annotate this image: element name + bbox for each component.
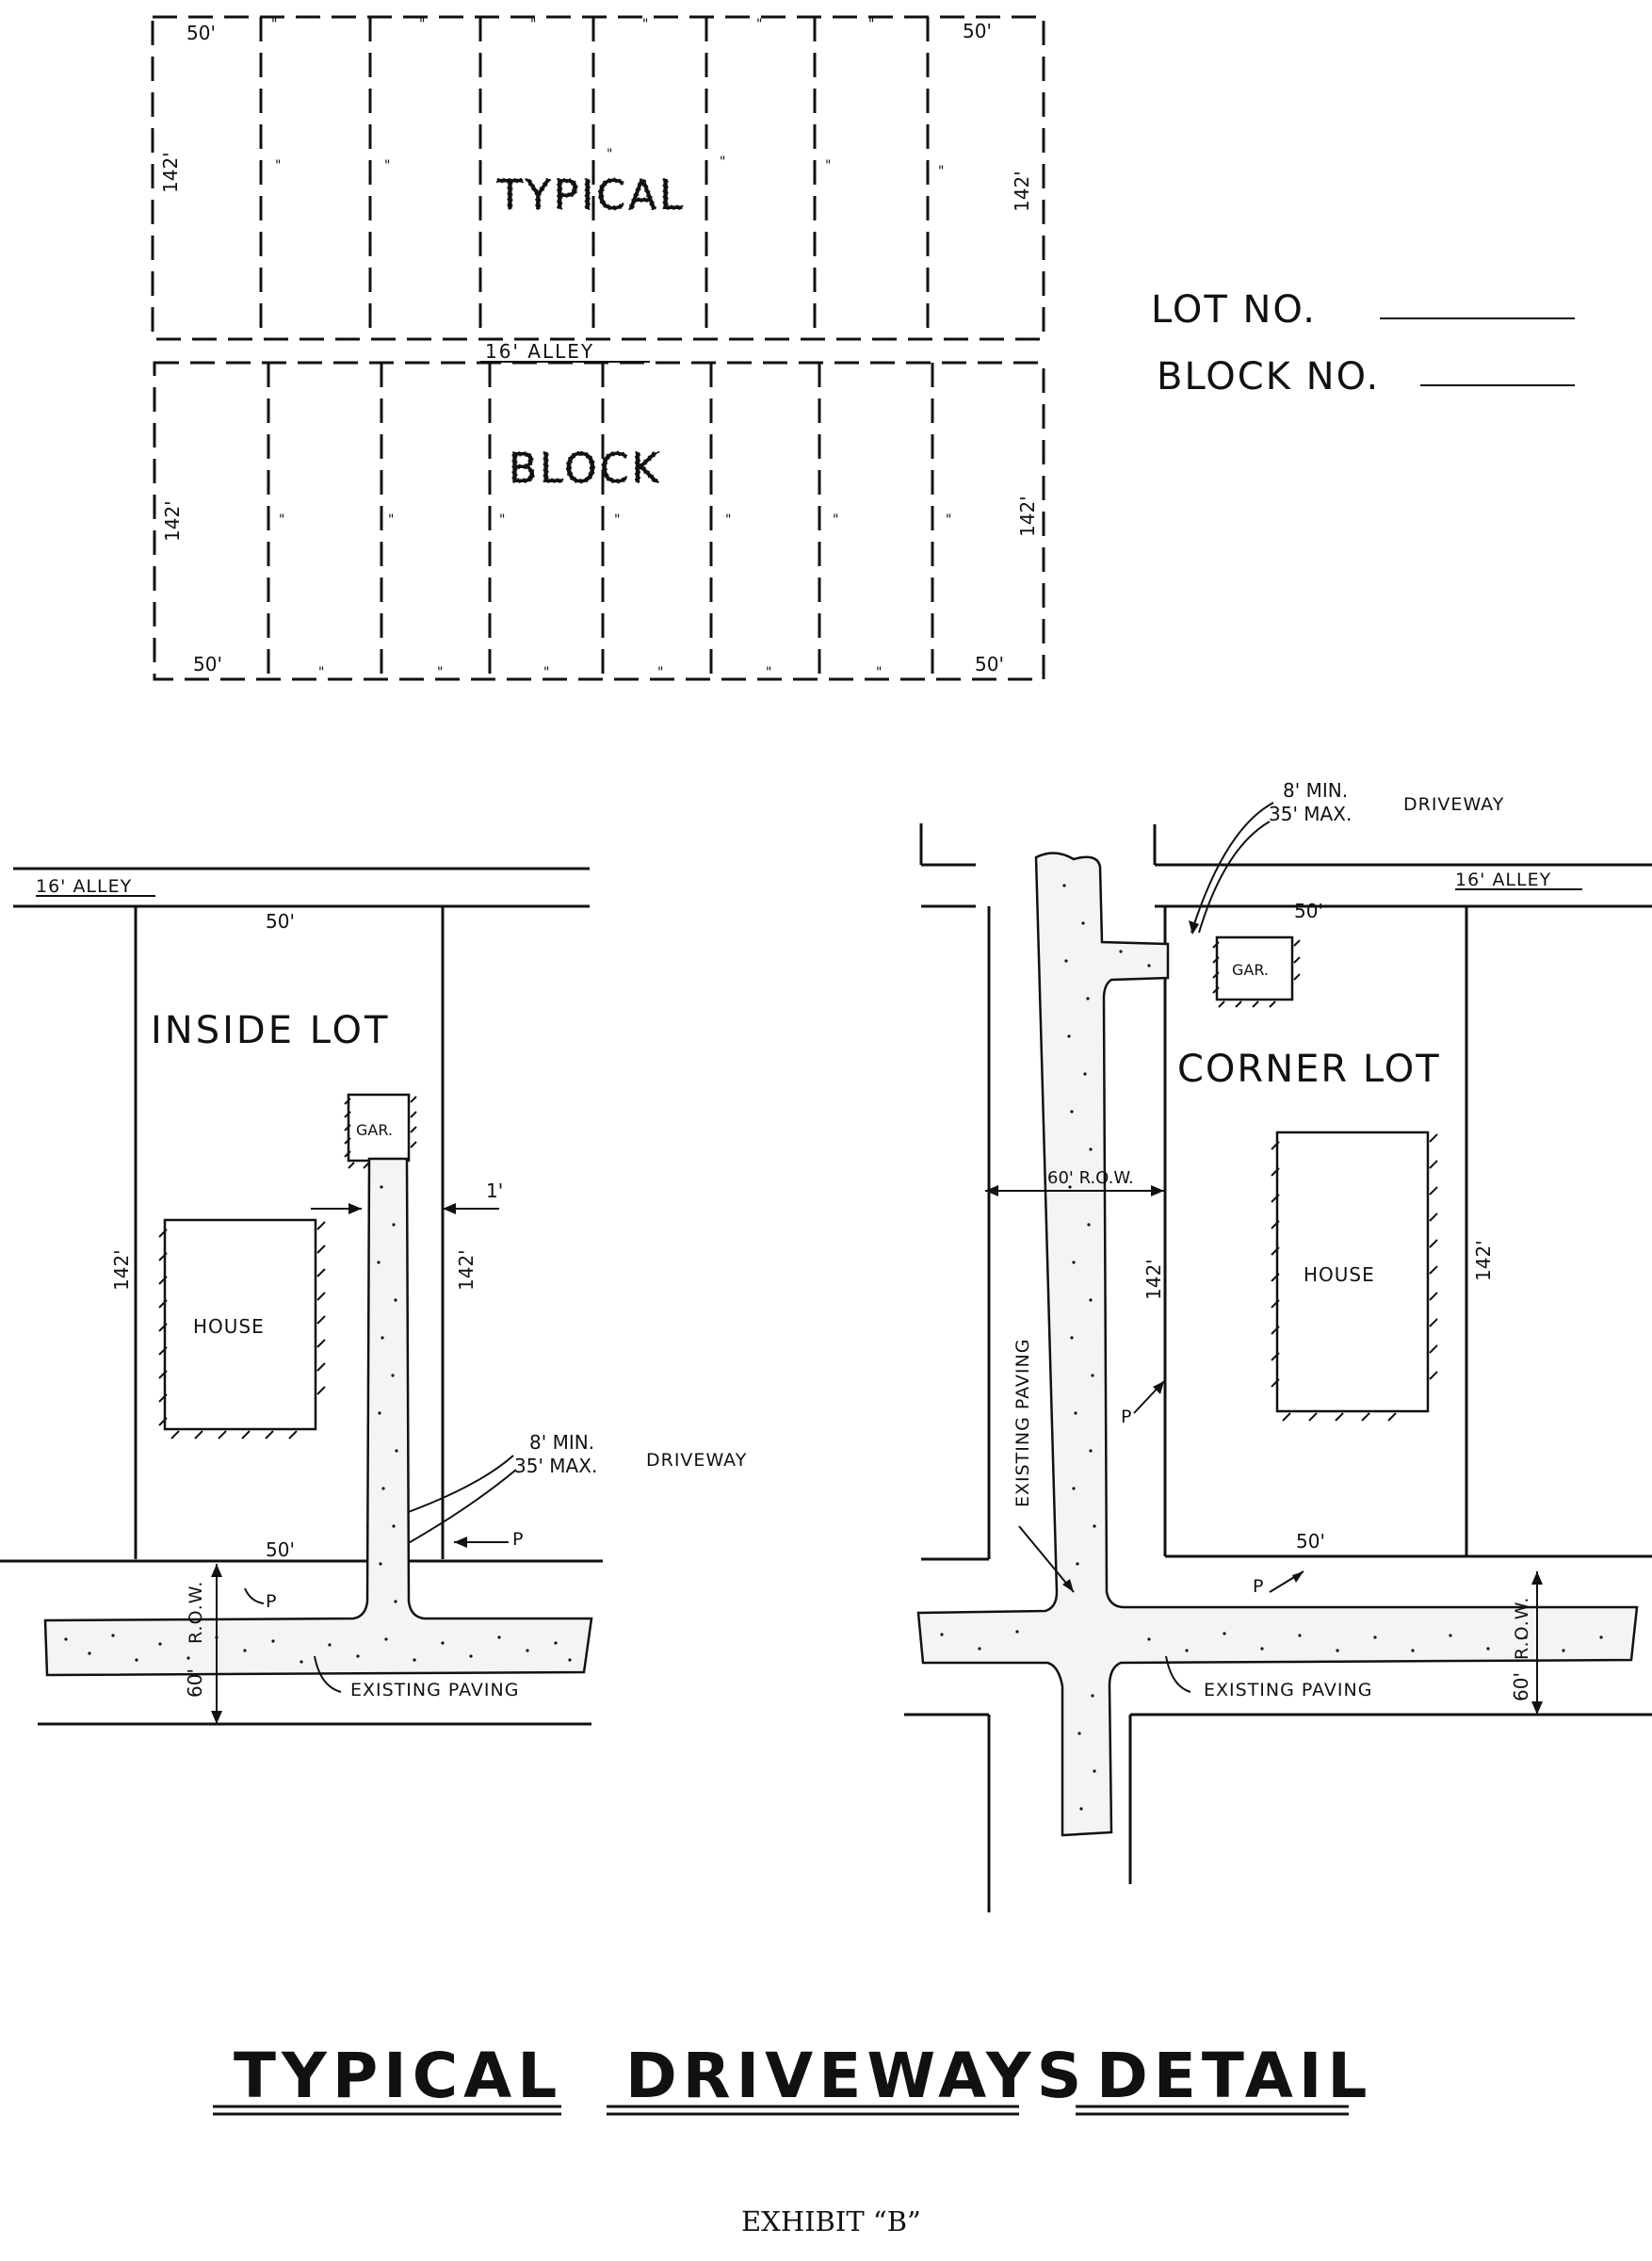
- inside-lot-depth-right: 142': [455, 1249, 478, 1291]
- corner-driveway-min: 8' MIN.: [1283, 779, 1348, 802]
- inside-house-label: HOUSE: [193, 1315, 265, 1338]
- title-word-typical: TYPICAL: [234, 2040, 562, 2112]
- ditto-mark: ": [868, 17, 874, 32]
- inside-driveway-max: 35' MAX.: [514, 1455, 597, 1477]
- inside-driveway-min: 8' MIN.: [529, 1431, 594, 1454]
- block-no-label: BLOCK NO.: [1157, 355, 1380, 399]
- typical-block-word-typical: TYPICAL: [496, 171, 686, 220]
- corner-driveway-label: DRIVEWAY: [1403, 794, 1504, 815]
- corner-garage-label: GAR.: [1232, 961, 1269, 979]
- corner-existing-paving-vertical: EXISTING PAVING: [1012, 1339, 1033, 1507]
- bottom-block-lot-lines: [267, 363, 934, 679]
- bottom-right-frontage-label: 50': [975, 653, 1004, 675]
- top-block-outline: [151, 15, 1045, 341]
- corner-garage: [1215, 935, 1294, 1001]
- ditto-mark: ": [946, 512, 951, 528]
- inside-row-width: 60': [184, 1668, 206, 1698]
- ditto-mark: ": [642, 17, 648, 32]
- paving-stipple: [64, 1185, 572, 1664]
- corner-house: [1275, 1130, 1430, 1413]
- top-block-lot-lines: [259, 17, 930, 339]
- exhibit-label: EXHIBIT “B”: [741, 2205, 921, 2237]
- ditto-mark: ": [279, 512, 284, 528]
- inside-garage-label: GAR.: [356, 1121, 393, 1139]
- ditto-mark: ": [766, 665, 771, 680]
- corner-lot-width-bottom: 50': [1296, 1530, 1325, 1553]
- inside-driveway-label: DRIVEWAY: [646, 1450, 747, 1471]
- inside-row-label: R.O.W.: [186, 1581, 206, 1644]
- typical-block-plan: 50' 50' 50' 50' 142' 142' 142' 142' " " …: [151, 15, 1045, 681]
- ditto-mark: ": [530, 17, 536, 32]
- ditto-mark: ": [419, 17, 425, 32]
- lot-no-label: LOT NO.: [1151, 288, 1317, 332]
- ditto-mark: ": [720, 155, 725, 170]
- inside-lot-detail: 16' ALLEY 50' INSIDE LOT GAR. HOUSE 142'…: [0, 867, 747, 1726]
- bottom-left-depth-label: 142': [161, 500, 184, 542]
- inside-row-property-line-label: P: [266, 1591, 277, 1612]
- ditto-mark: ": [657, 665, 663, 680]
- block-alley-label: 16' ALLEY: [485, 340, 594, 363]
- ditto-mark: ": [876, 665, 882, 680]
- ditto-mark: ": [384, 158, 390, 173]
- top-left-depth-label: 142': [159, 152, 182, 193]
- bottom-left-frontage-label: 50': [193, 653, 222, 675]
- ditto-mark: ": [388, 512, 394, 528]
- inside-house: [163, 1218, 317, 1431]
- corner-house-label: HOUSE: [1304, 1263, 1375, 1286]
- title-word-driveways: DRIVEWAYS: [625, 2040, 1087, 2112]
- top-right-depth-label: 142': [1011, 171, 1033, 212]
- inside-existing-paving: [43, 1157, 593, 1677]
- corner-lot-depth-left: 142': [1142, 1259, 1165, 1300]
- ditto-mark: ": [607, 147, 612, 162]
- ditto-mark: ": [825, 158, 831, 173]
- corner-row-width: 60': [1510, 1672, 1532, 1701]
- ditto-mark: ": [271, 17, 277, 32]
- ditto-mark: ": [318, 665, 324, 680]
- inside-lot-title: INSIDE LOT: [151, 1009, 390, 1052]
- paving-stipple: [940, 884, 1603, 1811]
- ditto-mark: ": [543, 665, 549, 680]
- top-left-frontage-label: 50': [186, 22, 216, 44]
- inside-existing-paving-label: EXISTING PAVING: [350, 1680, 519, 1700]
- ditto-mark: ": [938, 164, 944, 179]
- inside-property-line-label: P: [512, 1529, 524, 1550]
- corner-lot-depth-right: 142': [1472, 1240, 1495, 1281]
- ditto-mark: ": [437, 665, 443, 680]
- corner-alley-label: 16' ALLEY: [1455, 870, 1551, 890]
- typical-block-word-block: BLOCK: [509, 445, 661, 493]
- lot-block-number-fields: LOT NO. BLOCK NO.: [1151, 288, 1575, 399]
- corner-lot-width-top: 50': [1294, 900, 1323, 922]
- ditto-mark: ": [756, 17, 762, 32]
- corner-row-label: R.O.W.: [1512, 1597, 1532, 1660]
- corner-property-line-label: P: [1121, 1407, 1132, 1427]
- corner-row-dim-label: 60' R.O.W.: [1047, 1168, 1134, 1188]
- corner-existing-paving-label: EXISTING PAVING: [1204, 1680, 1372, 1700]
- ditto-mark: ": [275, 158, 281, 173]
- inside-lot-width-bottom: 50': [266, 1538, 295, 1561]
- inside-alley-label: 16' ALLEY: [36, 876, 132, 897]
- corner-lot-title: CORNER LOT: [1177, 1048, 1441, 1091]
- corner-driveway-max: 35' MAX.: [1269, 803, 1352, 825]
- drawing-title: TYPICAL DRIVEWAYS DETAIL: [213, 2040, 1372, 2116]
- top-right-frontage-label: 50': [963, 20, 992, 42]
- bottom-right-depth-label: 142': [1016, 496, 1039, 537]
- corner-existing-paving: [916, 852, 1639, 1837]
- bottom-block-outline: [153, 361, 1045, 681]
- ditto-mark: ": [833, 512, 838, 528]
- corner-row-property-line-label: P: [1253, 1576, 1264, 1597]
- ditto-mark: ": [725, 512, 731, 528]
- inside-lot-depth-left: 142': [110, 1249, 133, 1291]
- ditto-mark: ": [614, 512, 620, 528]
- ditto-marks: " " " " " " " " " " " " " " " " " " " " …: [271, 17, 951, 680]
- corner-lot-detail: 16' ALLEY 50' 50' CORNER LOT GAR.: [904, 779, 1652, 1912]
- inside-lot-width-top: 50': [266, 910, 295, 933]
- ditto-mark: ": [499, 512, 505, 528]
- inside-setback-label: 1': [486, 1179, 503, 1202]
- title-word-detail: DETAIL: [1096, 2040, 1372, 2112]
